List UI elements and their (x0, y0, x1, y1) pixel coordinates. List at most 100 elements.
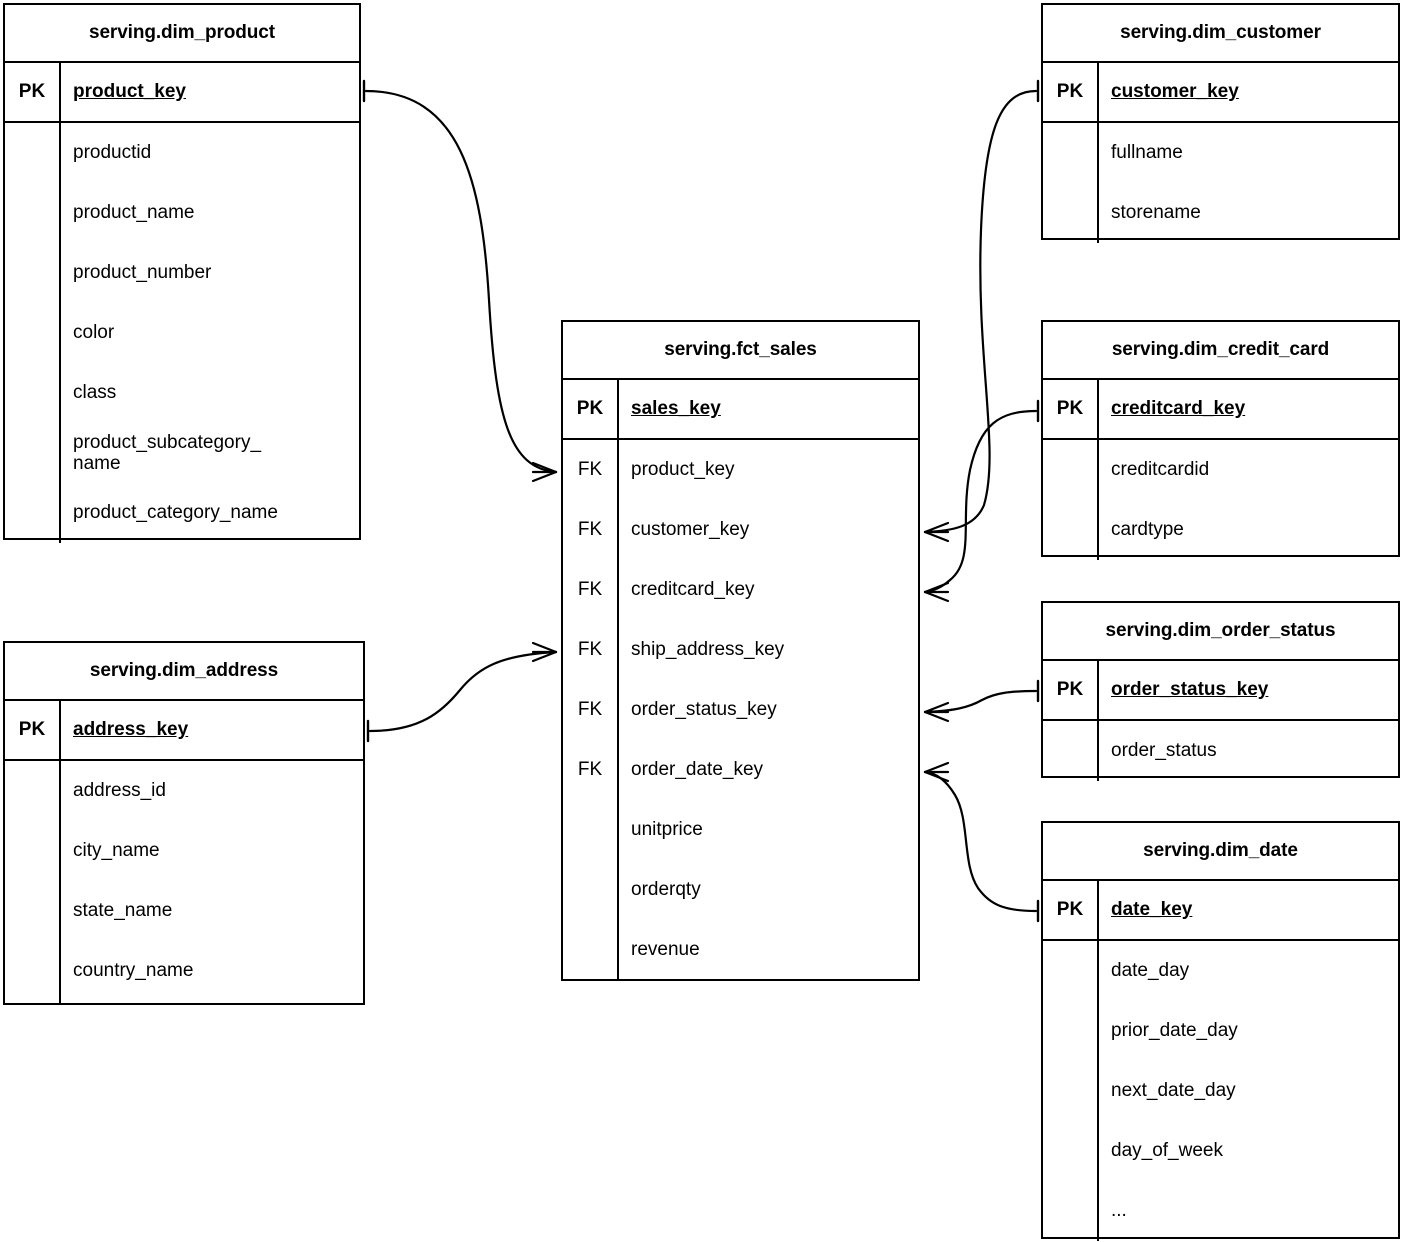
entity-fct-sales[interactable]: serving.fct_sales PK sales_key FK FK FK … (561, 320, 920, 981)
pk-badge: PK (5, 701, 61, 759)
attribute-key-gutter (5, 761, 61, 1003)
attribute-key-gutter (1043, 440, 1099, 560)
fk-badge: FK (577, 579, 603, 600)
attribute-item: date_day (1111, 960, 1190, 982)
pk-badge: PK (563, 380, 619, 438)
pk-badge: PK (1043, 661, 1099, 719)
entity-title: serving.dim_date (1043, 823, 1398, 881)
attribute-list: fullname storename (1043, 123, 1398, 243)
attribute-names: productid product_name product_number co… (61, 123, 359, 543)
attribute-item: fullname (1111, 142, 1183, 164)
attribute-names: date_day prior_date_day next_date_day da… (1099, 941, 1398, 1241)
fk-badge: FK (577, 699, 603, 720)
pk-field-name: date_key (1111, 899, 1193, 920)
attribute-key-gutter (1043, 721, 1099, 781)
entity-title: serving.dim_customer (1043, 5, 1398, 63)
attribute-list: address_id city_name state_name country_… (5, 761, 363, 1003)
fk-field-name: product_key (631, 459, 735, 481)
fk-field-name: ship_address_key (631, 639, 785, 661)
attribute-list: FK FK FK FK FK FK product_key customer_k… (563, 440, 918, 980)
fk-badge-gutter: FK FK FK FK FK FK (563, 440, 619, 980)
pk-row: PK date_key (1043, 881, 1398, 941)
fk-badge: FK (577, 459, 603, 480)
attribute-item: productid (73, 142, 152, 164)
attribute-item: color (73, 322, 115, 344)
fk-badge: FK (577, 639, 603, 660)
attribute-item: creditcardid (1111, 459, 1210, 481)
attribute-names: address_id city_name state_name country_… (61, 761, 363, 1003)
entity-dim-customer[interactable]: serving.dim_customer PK customer_key ful… (1041, 3, 1400, 243)
attribute-item: product_subcategory_ name (73, 431, 262, 474)
pk-field-name: product_key (73, 81, 186, 102)
pk-badge: PK (1043, 63, 1099, 121)
attribute-item: state_name (73, 900, 173, 922)
pk-field-name: customer_key (1111, 81, 1239, 102)
attribute-item: product_category_name (73, 502, 278, 524)
relationship-product (362, 79, 558, 483)
attribute-item: class (73, 382, 117, 404)
entity-dim-credit-card[interactable]: serving.dim_credit_card PK creditcard_ke… (1041, 320, 1400, 560)
pk-field-name: order_status_key (1111, 679, 1269, 700)
entity-dim-address[interactable]: serving.dim_address PK address_key addre… (3, 641, 365, 1005)
pk-row: PK product_key (5, 63, 359, 123)
entity-title: serving.fct_sales (563, 322, 918, 380)
entity-title: serving.dim_credit_card (1043, 322, 1398, 380)
fk-badge: FK (577, 519, 603, 540)
pk-row: PK customer_key (1043, 63, 1398, 123)
attribute-spacer (61, 1001, 363, 1003)
attribute-names: product_key customer_key creditcard_key … (619, 440, 918, 980)
measure-field-name: revenue (631, 939, 700, 961)
relationship-address (366, 641, 558, 743)
attribute-names: creditcardid cardtype (1099, 440, 1398, 560)
relationship-credit-card (923, 399, 1040, 603)
pk-field-name: address_key (73, 719, 189, 740)
entity-title: serving.dim_order_status (1043, 603, 1398, 661)
pk-row: PK sales_key (563, 380, 918, 440)
pk-field-name: creditcard_key (1111, 398, 1246, 419)
pk-badge: PK (1043, 881, 1099, 939)
attribute-item: prior_date_day (1111, 1020, 1238, 1042)
pk-row: PK address_key (5, 701, 363, 761)
attribute-list: date_day prior_date_day next_date_day da… (1043, 941, 1398, 1241)
relationship-order-status (923, 679, 1040, 723)
entity-dim-date[interactable]: serving.dim_date PK date_key date_day pr… (1041, 821, 1400, 1241)
attribute-item: country_name (73, 960, 194, 982)
attribute-key-gutter (5, 123, 61, 543)
attribute-list: productid product_name product_number co… (5, 123, 359, 543)
pk-field-name: sales_key (631, 398, 721, 419)
fk-gutter-spacer (563, 800, 617, 980)
fk-field-name: creditcard_key (631, 579, 755, 601)
entity-title: serving.dim_product (5, 5, 359, 63)
attribute-item-ellipsis: ... (1111, 1200, 1127, 1222)
entity-dim-product[interactable]: serving.dim_product PK product_key produ… (3, 3, 361, 543)
pk-row: PK order_status_key (1043, 661, 1398, 721)
entity-dim-order-status[interactable]: serving.dim_order_status PK order_status… (1041, 601, 1400, 781)
attribute-names: order_status (1099, 721, 1398, 781)
fk-badge: FK (577, 759, 603, 780)
measure-field-name: orderqty (631, 879, 701, 901)
attribute-item: product_number (73, 262, 212, 284)
attribute-list: order_status (1043, 721, 1398, 781)
attribute-key-gutter (1043, 123, 1099, 243)
attribute-item: product_name (73, 202, 195, 224)
relationship-date (923, 761, 1040, 923)
attribute-item: city_name (73, 840, 160, 862)
attribute-list: creditcardid cardtype (1043, 440, 1398, 560)
attribute-item: next_date_day (1111, 1080, 1236, 1102)
fk-field-name: order_date_key (631, 759, 764, 781)
fk-field-name: customer_key (631, 519, 750, 541)
pk-badge: PK (1043, 380, 1099, 438)
attribute-item: day_of_week (1111, 1140, 1223, 1162)
attribute-item: order_status (1111, 740, 1217, 762)
measure-field-name: unitprice (631, 819, 703, 841)
attribute-item: address_id (73, 780, 166, 802)
pk-row: PK creditcard_key (1043, 380, 1398, 440)
attribute-item: cardtype (1111, 519, 1184, 541)
attribute-key-gutter (1043, 941, 1099, 1241)
relationship-customer (923, 79, 1040, 543)
fk-field-name: order_status_key (631, 699, 777, 721)
pk-badge: PK (5, 63, 61, 121)
attribute-names: fullname storename (1099, 123, 1398, 243)
entity-title: serving.dim_address (5, 643, 363, 701)
